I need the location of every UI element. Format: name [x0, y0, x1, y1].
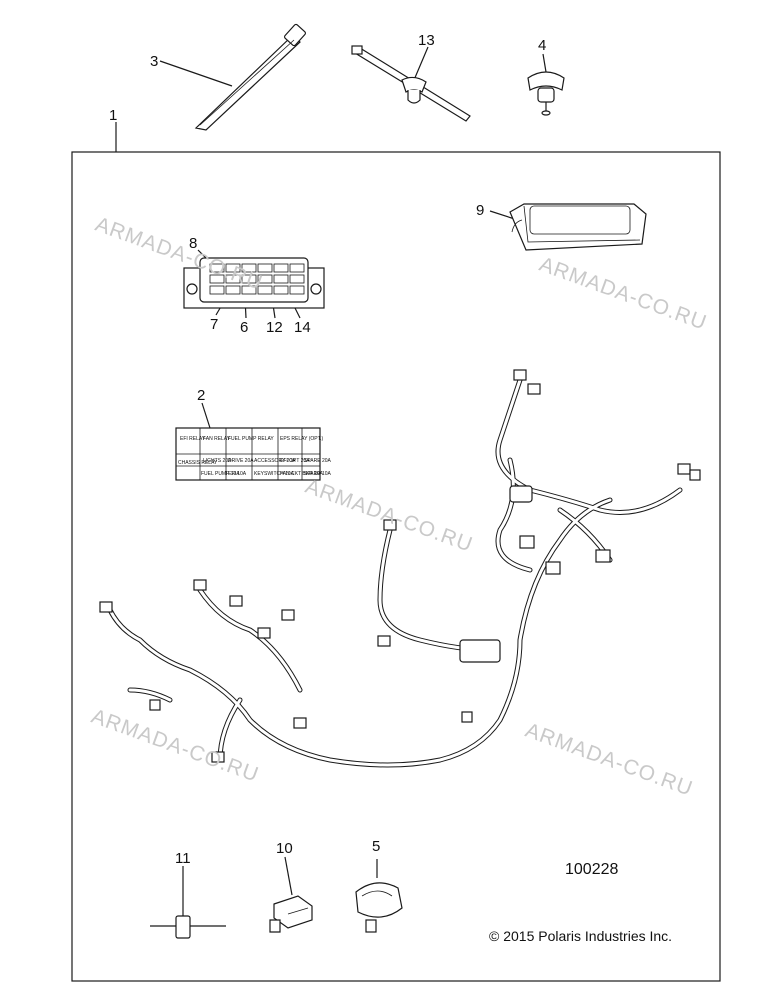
copyright-text: © 2015 Polaris Industries Inc.: [489, 928, 673, 944]
cable-tie-part: [194, 23, 306, 131]
callout-8: 8: [189, 235, 198, 252]
diode-part: [150, 915, 226, 939]
relay-cell-0: EFI RELAY: [180, 436, 206, 442]
leader-3: [159, 60, 233, 87]
callout-6: 6: [240, 319, 249, 336]
harness-clip-part: [527, 71, 565, 116]
relay-label-part: EFI RELAY FAN RELAY FUEL PUMP RELAY EPS …: [175, 427, 332, 481]
connector-part: [355, 882, 403, 933]
push-mount-tie-part: [351, 45, 471, 122]
fuse-box-cover-part: [509, 203, 647, 251]
callout-2: 2: [197, 387, 206, 404]
wire-harness-part: [99, 369, 701, 768]
relay-cell-14: SPARE 10A: [304, 471, 332, 477]
relay-cell-9: CHASSIS RELAY: [178, 460, 218, 466]
relay-cell-3: EPS RELAY (OPT.): [280, 436, 323, 442]
callout-12: 12: [266, 319, 283, 336]
callout-13: 13: [418, 32, 435, 49]
leader-13: [413, 46, 429, 81]
relay-cell-4: LIGHTS 20A: [203, 458, 232, 464]
terminal-part: [269, 895, 313, 933]
relay-cell-10: FUEL PUMP 10A: [201, 471, 240, 477]
callout-10: 10: [276, 840, 293, 857]
relay-cell-11: EFI 10A: [228, 471, 247, 477]
relay-cell-8: SPARE 20A: [304, 458, 332, 464]
leader-4: [542, 53, 547, 73]
relay-cell-6: ACCESSORY 20A: [254, 458, 296, 464]
relay-cell-12: KEYSWITCH 10A: [254, 471, 295, 477]
callout-7: 7: [210, 316, 219, 333]
relay-cell-13: FAN CKT BKR 10A: [280, 471, 324, 477]
leader-10: [284, 856, 293, 896]
callout-5: 5: [372, 838, 381, 855]
callout-3: 3: [150, 53, 159, 70]
callout-9: 9: [476, 202, 485, 219]
callout-1: 1: [109, 107, 118, 124]
kit-border: [71, 151, 721, 982]
relay-cell-5: DRIVE 20A: [228, 458, 254, 464]
callout-4: 4: [538, 37, 547, 54]
relay-cell-7: EFI OPT 20A: [280, 458, 310, 464]
callout-14: 14: [294, 319, 311, 336]
fuse-box-part: [183, 257, 325, 309]
relay-cell-2: FUEL PUMP RELAY: [228, 436, 274, 442]
diagram-number: 100228: [565, 861, 619, 878]
leader-2: [201, 402, 211, 429]
relay-cell-1: FAN RELAY: [203, 436, 231, 442]
callout-11: 11: [175, 850, 191, 867]
